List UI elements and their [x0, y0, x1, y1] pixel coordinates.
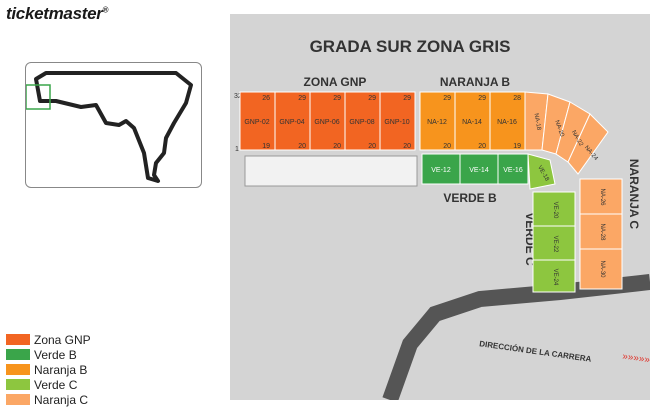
brand-name: ticketmaster [6, 4, 103, 23]
legend-swatch [6, 364, 30, 375]
section-label: NA-28 [599, 223, 605, 241]
row-number: 19 [262, 143, 270, 150]
section-ve-18[interactable] [527, 153, 556, 190]
section-na-16[interactable] [489, 91, 526, 151]
map-title: GRADA SUR ZONA GRIS [310, 37, 511, 56]
legend-item: Verde C [6, 377, 91, 392]
section-na-14[interactable] [454, 91, 491, 151]
verde-c-sections: VE-18 VE-20 VE-22 VE-24 [527, 153, 576, 293]
ticketmaster-logo: ticketmaster® [6, 4, 108, 24]
section-label: NA-18 [533, 113, 542, 131]
row-number: 28 [513, 95, 521, 102]
naranja-c-sections: NA-18 NA-20 NA-22 NA-24 NA-26 NA-28 NA-3… [524, 91, 623, 290]
selected-area-highlight [25, 84, 51, 110]
section-label: GNP-08 [349, 119, 374, 126]
legend-swatch [6, 379, 30, 390]
legend-item: Naranja B [6, 362, 91, 377]
section-ve-24[interactable] [532, 259, 576, 293]
section-gnp-06[interactable] [309, 91, 346, 151]
row-number: 26 [262, 95, 270, 102]
section-gnp-02[interactable] [239, 91, 276, 151]
section-gnp-04[interactable] [274, 91, 311, 151]
legend-swatch [6, 334, 30, 345]
row-number: 20 [368, 143, 376, 150]
row-number-left-top: 32 [234, 93, 242, 100]
section-label: VE-20 [552, 202, 558, 219]
verde-b-sections: VE-12 VE-14 VE-16 [421, 153, 529, 185]
direction-arrow-icon: »»»»» [622, 351, 650, 366]
legend-label: Verde B [34, 347, 77, 362]
section-gnp-08[interactable] [344, 91, 381, 151]
section-na-30[interactable] [579, 248, 623, 290]
section-label: NA-30 [599, 260, 605, 278]
row-number: 29 [333, 95, 341, 102]
legend-label: Naranja B [34, 362, 88, 377]
seating-map-svg: GRADA SUR ZONA GRIS ZONA GNP NARANJA B V… [230, 14, 651, 403]
brand-mark: ® [102, 5, 109, 15]
row-number: 29 [298, 95, 306, 102]
section-label: NA-20 [553, 120, 565, 139]
section-label: VE-12 [431, 167, 451, 174]
section-label: GNP-06 [314, 119, 339, 126]
naranja-b-sections: NA-12 NA-14 NA-16 29 29 28 20 20 19 [419, 91, 526, 151]
row-number: 20 [333, 143, 341, 150]
seating-map: GRADA SUR ZONA GRIS ZONA GNP NARANJA B V… [230, 14, 651, 403]
circuit-minimap [25, 62, 202, 188]
section-label: NA-12 [427, 119, 447, 126]
row-number: 20 [478, 143, 486, 150]
legend-label: Zona GNP [34, 332, 91, 347]
section-label: VE-14 [469, 167, 489, 174]
zone-label-verde-b: VERDE B [443, 191, 497, 205]
section-label: VE-22 [552, 236, 558, 253]
section-ve-16[interactable] [497, 153, 529, 185]
row-number: 20 [403, 143, 411, 150]
row-number: 19 [513, 143, 521, 150]
section-label: NA-14 [462, 119, 482, 126]
track-outline [34, 71, 193, 183]
legend-item: Zona GNP [6, 332, 91, 347]
zone-label-naranja-c: NARANJA C [627, 159, 641, 230]
gnp-sections: GNP-02 GNP-04 GNP-06 GNP-08 GNP-10 26 29… [239, 91, 416, 151]
section-label: VE-16 [503, 167, 523, 174]
section-label: NA-16 [497, 119, 517, 126]
section-ve-22[interactable] [532, 225, 576, 261]
row-number: 29 [478, 95, 486, 102]
row-number: 29 [368, 95, 376, 102]
stand-block [244, 155, 418, 187]
section-gnp-10[interactable] [379, 91, 416, 151]
white-stands [244, 155, 418, 187]
legend: Zona GNP Verde B Naranja B Verde C Naran… [6, 332, 91, 407]
legend-swatch [6, 394, 30, 405]
legend-item: Naranja C [6, 392, 91, 407]
section-na-24[interactable] [567, 113, 609, 175]
zone-label-naranja-b: NARANJA B [440, 75, 511, 89]
row-number-left-bottom: 1 [235, 146, 239, 153]
row-number: 29 [443, 95, 451, 102]
section-label: GNP-10 [384, 119, 409, 126]
row-number: 20 [298, 143, 306, 150]
section-label: GNP-04 [279, 119, 304, 126]
section-label: GNP-02 [244, 119, 269, 126]
legend-label: Naranja C [34, 392, 89, 407]
section-na-26[interactable] [579, 178, 623, 215]
zone-label-gnp: ZONA GNP [304, 75, 367, 89]
section-label: NA-26 [599, 188, 605, 206]
legend-swatch [6, 349, 30, 360]
legend-item: Verde B [6, 347, 91, 362]
section-label: VE-24 [552, 269, 558, 286]
circuit-track-svg [25, 71, 193, 183]
row-number: 20 [443, 143, 451, 150]
row-number: 29 [403, 95, 411, 102]
legend-label: Verde C [34, 377, 78, 392]
